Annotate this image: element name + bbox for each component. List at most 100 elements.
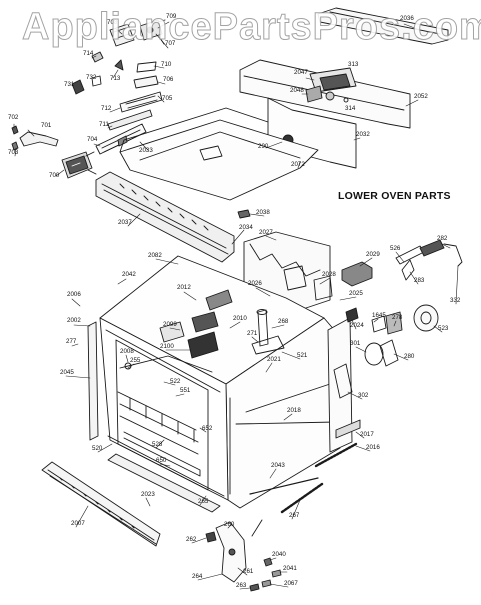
part-label-703: 703	[8, 149, 19, 156]
part-label-2007: 2007	[71, 520, 85, 527]
part-number-labels: 708 709 707 714 710 713 732 706 731 705 712 702 701 7…	[8, 13, 461, 589]
part-label-731: 731	[64, 81, 75, 88]
part-label-2037: 2037	[118, 219, 132, 226]
part-label-262: 262	[186, 536, 197, 543]
part-label-2017: 2017	[360, 431, 374, 438]
part-label-2025: 2025	[349, 290, 363, 297]
part-label-714: 714	[83, 50, 94, 57]
bottom-pan	[107, 453, 221, 513]
part-label-263: 263	[236, 582, 247, 589]
part-label-2041: 2041	[283, 565, 297, 572]
part-label-2100: 2100	[160, 343, 174, 350]
part-label-526: 526	[390, 245, 401, 252]
part-label-2048: 2048	[290, 87, 304, 94]
part-label-2045: 2045	[60, 369, 74, 376]
part-label-2034: 2034	[239, 224, 253, 231]
part-label-1645: 1645	[372, 312, 386, 319]
part-label-2029: 2029	[366, 251, 380, 258]
oven-cavity-body	[87, 255, 341, 509]
part-label-522: 522	[170, 378, 181, 385]
part-label-2099: 2099	[163, 321, 177, 328]
hinge-spring-rods	[249, 442, 358, 514]
part-label-265: 265	[198, 498, 209, 505]
part-label-2072: 2072	[291, 161, 305, 168]
part-label-2008: 2008	[120, 348, 134, 355]
part-label-2082: 2082	[148, 252, 162, 259]
front-vent-trim	[95, 171, 235, 263]
part-label-2032: 2032	[356, 131, 370, 138]
part-label-701: 701	[41, 122, 52, 129]
bottom-front-trim	[41, 461, 161, 547]
part-label-732: 732	[86, 74, 97, 81]
part-label-2027: 2027	[259, 229, 273, 236]
part-label-2010: 2010	[233, 315, 247, 322]
part-label-707: 707	[165, 40, 176, 47]
part-label-2040: 2040	[272, 551, 286, 558]
leader-lines	[13, 21, 459, 590]
part-label-700: 700	[49, 172, 60, 179]
rear-control-panel	[239, 59, 411, 129]
part-label-708: 708	[107, 19, 118, 26]
part-label-551: 551	[180, 387, 191, 394]
part-label-2026: 2026	[248, 280, 262, 287]
part-label-2024: 2024	[350, 322, 364, 329]
part-label-283: 283	[414, 277, 425, 284]
part-label-652: 652	[202, 425, 213, 432]
part-label-313: 313	[348, 61, 359, 68]
part-label-520: 520	[92, 445, 103, 452]
lock-motor-switch	[61, 151, 97, 179]
broil-bracket	[341, 261, 373, 287]
part-label-712: 712	[101, 105, 112, 112]
part-label-650: 650	[156, 457, 167, 464]
part-label-2023: 2023	[141, 491, 155, 498]
screw-2038	[237, 209, 251, 219]
part-label-2012: 2012	[177, 284, 191, 291]
part-label-255: 255	[130, 357, 141, 364]
part-label-2033: 2033	[139, 147, 153, 154]
latch-handle	[11, 125, 59, 151]
right-side-panel	[327, 317, 361, 453]
part-label-706: 706	[163, 76, 174, 83]
part-label-290: 290	[258, 143, 269, 150]
part-label-301: 301	[350, 340, 361, 347]
part-label-713: 713	[110, 75, 121, 82]
part-label-2002: 2002	[67, 317, 81, 324]
part-label-702: 702	[8, 114, 19, 121]
top-vent-cover	[317, 7, 449, 45]
part-label-2021: 2021	[267, 356, 281, 363]
door-latch-assembly	[71, 19, 166, 155]
part-label-528: 528	[152, 441, 163, 448]
part-label-709: 709	[166, 13, 177, 20]
part-label-2036: 2036	[400, 15, 414, 22]
part-label-523: 523	[438, 325, 449, 332]
section-title: LOWER OVEN PARTS	[338, 190, 451, 202]
part-label-2052: 2052	[414, 93, 428, 100]
part-label-2042: 2042	[122, 271, 136, 278]
hardware-screws	[249, 557, 282, 592]
part-label-268: 268	[278, 318, 289, 325]
part-label-2016: 2016	[366, 444, 380, 451]
part-label-704: 704	[87, 136, 98, 143]
part-label-278: 278	[392, 314, 403, 321]
part-label-2043: 2043	[271, 462, 285, 469]
watermark-logo: AppliancePartsPros.com	[22, 6, 481, 49]
part-label-705: 705	[162, 95, 173, 102]
part-label-710: 710	[161, 61, 172, 68]
part-label-280: 280	[404, 353, 415, 360]
part-label-261: 261	[243, 568, 254, 575]
part-label-264: 264	[192, 573, 203, 580]
part-label-271: 271	[247, 330, 258, 337]
part-label-314: 314	[345, 105, 356, 112]
part-label-2067: 2067	[284, 580, 298, 587]
part-label-2038: 2038	[256, 209, 270, 216]
part-label-2006: 2006	[67, 291, 81, 298]
part-label-302: 302	[358, 392, 369, 399]
oven-light-assembly	[333, 304, 439, 399]
part-label-521: 521	[297, 352, 308, 359]
igniter-assembly	[395, 239, 463, 281]
oven-top-shield	[119, 107, 319, 201]
part-label-260: 260	[224, 521, 235, 528]
part-label-282: 282	[437, 235, 448, 242]
